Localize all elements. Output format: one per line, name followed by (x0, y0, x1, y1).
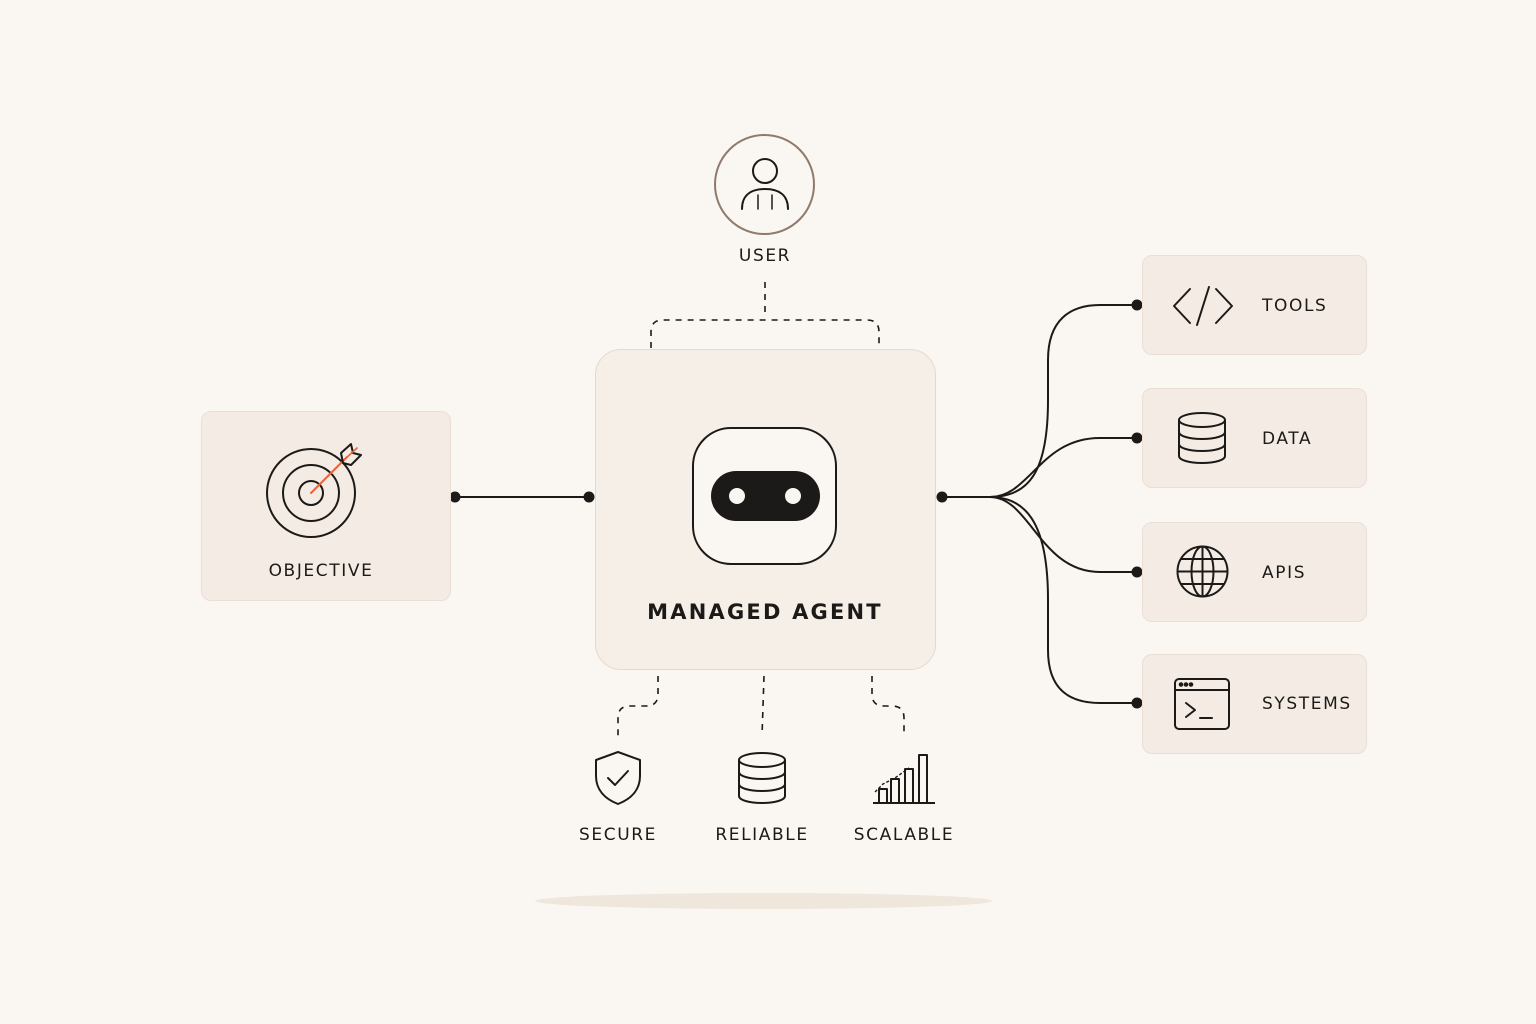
user-bracket (650, 319, 880, 348)
robot-face-icon (692, 427, 838, 565)
code-icon (1172, 285, 1234, 327)
globe-icon (1175, 544, 1230, 599)
objective-card (201, 411, 451, 601)
reliable-label: RELIABLE (715, 825, 809, 845)
user-label: USER (738, 246, 792, 266)
scalable-dashed-connector (871, 676, 905, 736)
systems-endpoint-dot (1131, 697, 1143, 709)
database-icon (1177, 411, 1227, 465)
reliable-database-icon (737, 751, 787, 805)
user-node (714, 134, 815, 235)
apis-connector (989, 496, 1137, 573)
tools-card (1142, 255, 1367, 355)
target-icon (263, 440, 365, 542)
terminal-icon (1173, 677, 1231, 731)
data-card (1142, 388, 1367, 488)
systems-connector (989, 496, 1137, 704)
tools-endpoint-dot (1131, 299, 1143, 311)
objective-label: OBJECTIVE (268, 561, 374, 581)
managed-agent-label: MANAGED AGENT (647, 600, 883, 624)
tools-connector (942, 304, 1137, 498)
secure-label: SECURE (579, 825, 657, 845)
agent-left-endpoint-dot (583, 491, 595, 503)
user-icon (739, 157, 791, 211)
reliable-dashed-connector (761, 675, 765, 737)
scalable-label: SCALABLE (853, 825, 955, 845)
apis-endpoint-dot (1131, 566, 1143, 578)
bar-chart-icon (871, 752, 937, 806)
agent-right-endpoint-dot (936, 491, 948, 503)
data-label: DATA (1262, 429, 1313, 449)
objective-endpoint-dot (449, 491, 461, 503)
data-endpoint-dot (1131, 432, 1143, 444)
apis-label: APIS (1262, 563, 1307, 583)
systems-label: SYSTEMS (1262, 694, 1352, 714)
secure-dashed-connector (617, 676, 659, 736)
ground-shadow (535, 893, 992, 909)
data-connector (989, 437, 1137, 498)
shield-check-icon (593, 750, 643, 806)
tools-label: TOOLS (1262, 296, 1328, 316)
systems-card (1142, 654, 1367, 754)
